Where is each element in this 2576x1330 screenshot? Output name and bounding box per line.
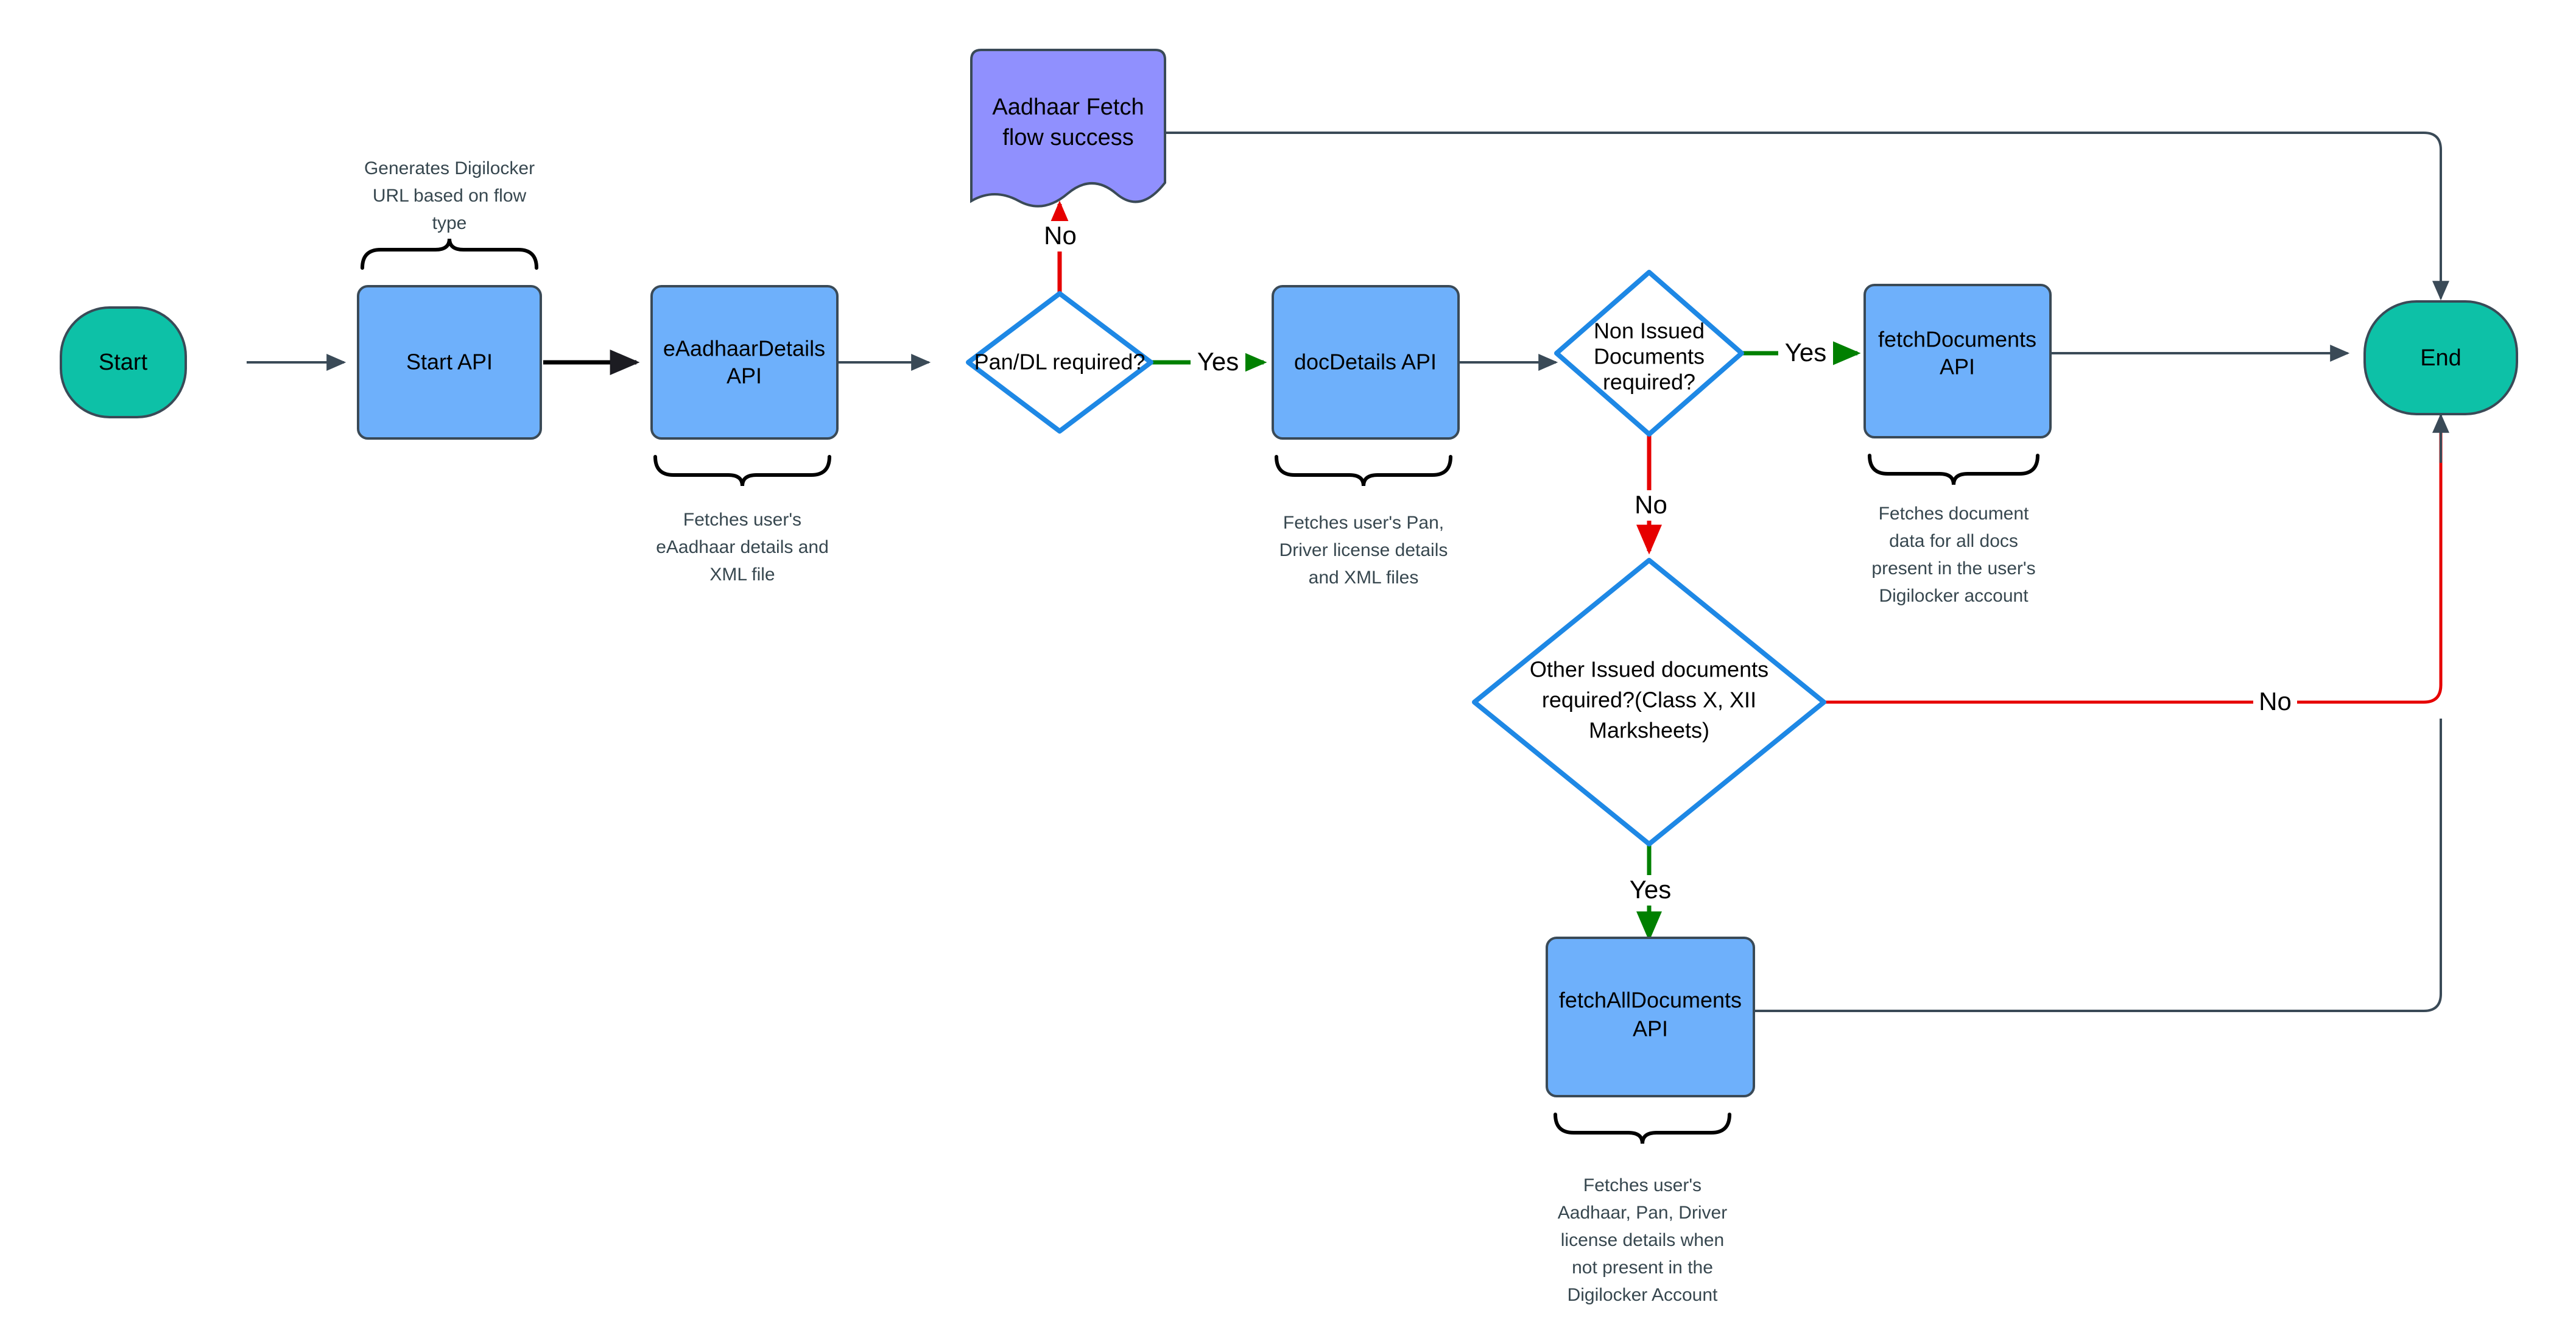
annotation-fetch-documents-line1: Fetches document [1879, 504, 2029, 524]
annotation-start-api-line2: URL based on flow [373, 186, 527, 206]
node-start-api-label: Start API [406, 350, 493, 375]
annotation-fetch-documents-line3: present in the user's [1871, 558, 2035, 579]
svg-text:No: No [2259, 687, 2292, 716]
annotation-eaadhaar-details-api: Fetches user's eAadhaar details and XML … [653, 455, 831, 585]
node-eaadhaar-details-api-label-line2: API [727, 364, 762, 389]
svg-text:Yes: Yes [1785, 338, 1827, 367]
node-non-issued-decision-label-line2: Documents [1594, 344, 1705, 369]
node-fetch-documents-api-label-line1: fetchDocuments [1878, 327, 2036, 352]
node-non-issued-decision-label-line1: Non Issued [1594, 318, 1705, 343]
node-non-issued-decision[interactable]: Non Issued Documents required? [1554, 270, 1744, 437]
annotation-doc-details-line1: Fetches user's Pan, [1283, 513, 1444, 533]
annotation-fetch-documents-line4: Digilocker account [1879, 586, 2029, 606]
annotation-doc-details-api: Fetches user's Pan, Driver license detai… [1275, 455, 1452, 588]
node-eaadhaar-details-api-label-line1: eAadhaarDetails [663, 336, 825, 361]
node-eaadhaar-details-api[interactable]: eAadhaarDetails API [650, 285, 839, 440]
node-aadhaar-fetch-success-label-line1: Aadhaar Fetch [992, 94, 1144, 120]
node-other-issued-decision-label-line2: required?(Class X, XII [1542, 688, 1756, 712]
node-doc-details-api-label: docDetails API [1294, 350, 1437, 375]
node-fetch-all-documents-api-label-line2: API [1633, 1016, 1668, 1041]
svg-text:No: No [1635, 490, 1667, 519]
node-non-issued-decision-label-line3: required? [1603, 370, 1695, 395]
node-aadhaar-fetch-success[interactable]: Aadhaar Fetch flow success [970, 49, 1166, 208]
annotation-eaadhaar-line2: eAadhaar details and [656, 537, 829, 557]
annotation-start-api-line1: Generates Digilocker [364, 158, 535, 178]
annotation-fetch-all-line4: not present in the [1572, 1258, 1713, 1278]
edge-other-issued-no [1824, 413, 2449, 704]
svg-text:Yes: Yes [1630, 875, 1672, 904]
annotation-fetch-all-line1: Fetches user's [1583, 1175, 1701, 1195]
node-pan-dl-decision[interactable]: Pan/DL required? [966, 291, 1153, 434]
annotation-fetch-all-documents-api: Fetches user's Aadhaar, Pan, Driver lice… [1554, 1113, 1731, 1305]
node-end-label: End [2420, 345, 2462, 371]
node-start[interactable]: Start [60, 306, 187, 418]
edge-label-non-issued-yes: Yes [1778, 338, 1833, 368]
node-start-label: Start [99, 350, 148, 375]
node-aadhaar-fetch-success-label-line2: flow success [1002, 125, 1133, 150]
svg-text:Yes: Yes [1197, 347, 1239, 376]
annotation-doc-details-line2: Driver license details [1279, 540, 1448, 560]
node-start-api[interactable]: Start API [357, 285, 542, 440]
edge-label-non-issued-no: No [1629, 490, 1673, 521]
annotation-fetch-all-line2: Aadhaar, Pan, Driver [1558, 1203, 1727, 1223]
annotation-eaadhaar-line1: Fetches user's [683, 510, 801, 530]
annotation-fetch-documents-api: Fetches document data for all docs prese… [1868, 454, 2039, 606]
annotation-fetch-documents-line2: data for all docs [1889, 531, 2018, 551]
annotation-fetch-all-line3: license details when [1561, 1230, 1725, 1250]
node-pan-dl-decision-label: Pan/DL required? [974, 350, 1145, 375]
edge-fetch-all-documents-to-end [1755, 719, 2442, 1012]
svg-text:No: No [1044, 221, 1077, 250]
annotation-doc-details-line3: and XML files [1309, 568, 1419, 588]
node-end[interactable]: End [2363, 300, 2518, 415]
annotation-eaadhaar-line3: XML file [709, 565, 775, 585]
node-fetch-documents-api[interactable]: fetchDocuments API [1863, 284, 2052, 438]
node-other-issued-decision[interactable]: Other Issued documents required?(Class X… [1472, 558, 1826, 846]
node-fetch-all-documents-api-label-line1: fetchAllDocuments [1559, 988, 1742, 1013]
node-doc-details-api[interactable]: docDetails API [1272, 285, 1460, 440]
annotation-start-api-line3: type [432, 213, 467, 233]
annotation-fetch-all-line5: Digilocker Account [1568, 1285, 1718, 1305]
edge-label-other-issued-no: No [2253, 687, 2297, 717]
edge-label-pan-dl-no: No [1038, 221, 1082, 252]
edge-label-other-issued-yes: Yes [1622, 875, 1680, 906]
node-other-issued-decision-label-line1: Other Issued documents [1530, 657, 1768, 682]
edge-label-pan-dl-yes: Yes [1191, 347, 1245, 378]
node-fetch-all-documents-api[interactable]: fetchAllDocuments API [1546, 937, 1755, 1097]
node-other-issued-decision-label-line3: Marksheets) [1589, 718, 1709, 743]
annotation-start-api: Generates Digilocker URL based on flow t… [361, 158, 538, 270]
node-fetch-documents-api-label-line2: API [1940, 354, 1975, 379]
edge-aadhaar-success-to-end [1164, 132, 2449, 301]
